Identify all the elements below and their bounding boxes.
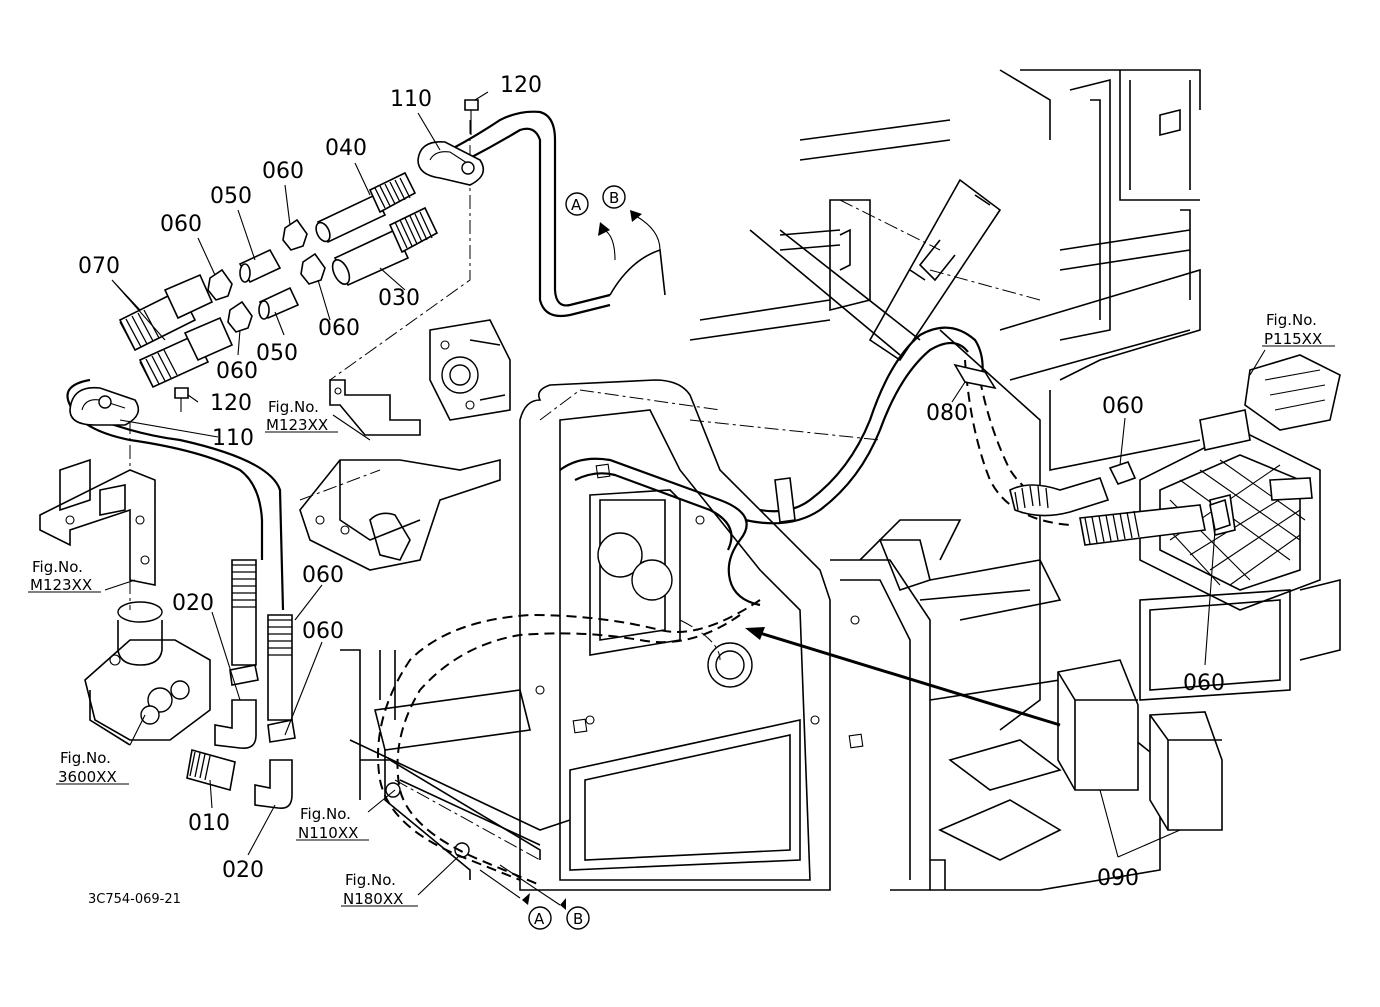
- connector-label: A: [571, 196, 582, 214]
- part-label: 060: [216, 359, 258, 384]
- part-label: 060: [318, 316, 360, 341]
- figure-ref-code: M123XX: [266, 416, 328, 434]
- clamps-and-fittings: [207, 218, 326, 333]
- part-label: 060: [1183, 671, 1225, 696]
- cab-frame: [519, 379, 1161, 891]
- connector-label: A: [534, 910, 545, 928]
- part-label: 060: [302, 619, 344, 644]
- figure-ref-code: 3600XX: [58, 768, 117, 786]
- part-label: 090: [1097, 866, 1139, 891]
- connector-circle: [565, 192, 589, 216]
- part-label: 060: [160, 212, 202, 237]
- bracket-110-top: [417, 99, 485, 186]
- hose-040: [315, 171, 417, 244]
- connector-arrows-top: [598, 210, 666, 296]
- connector-arrows-bottom: [479, 864, 566, 910]
- left-bracket: [39, 458, 156, 586]
- pads-090: [745, 627, 1223, 831]
- part-label: 060: [1102, 394, 1144, 419]
- part-label-group: 120 110 040 060 050 060 070 030 050 060 …: [78, 73, 1225, 891]
- part-label: 050: [210, 184, 252, 209]
- pump-body: [84, 601, 211, 746]
- clip-080: [774, 363, 997, 523]
- connector-label: B: [609, 189, 619, 207]
- hose-right: [1009, 461, 1231, 546]
- figure-ref-code: N110XX: [298, 824, 358, 842]
- hose-030: [331, 206, 439, 287]
- part-label: 080: [926, 401, 968, 426]
- mount-bracket: [299, 319, 511, 571]
- part-label: 040: [325, 136, 367, 161]
- part-label: 070: [78, 254, 120, 279]
- part-label: 020: [222, 858, 264, 883]
- figure-reference-group: Fig.No. M123XX Fig.No. M123XX Fig.No. 36…: [30, 311, 1322, 908]
- figure-ref-label: Fig.No.: [345, 871, 396, 889]
- hose-070: [118, 273, 234, 389]
- part-label: 050: [256, 341, 298, 366]
- hidden-hose-path: [377, 359, 1071, 886]
- connector-circle: [528, 906, 552, 930]
- figure-ref-label: Fig.No.: [32, 558, 83, 576]
- side-rail: [340, 649, 571, 880]
- part-label: 110: [212, 426, 254, 451]
- figure-ref-code: M123XX: [30, 576, 92, 594]
- part-label: 060: [302, 563, 344, 588]
- part-label: 030: [378, 286, 420, 311]
- connector-circle: [566, 906, 590, 930]
- figure-ref-label: Fig.No.: [1266, 311, 1317, 329]
- figref-underlines: [28, 345, 1335, 907]
- connector-label: B: [573, 910, 583, 928]
- connector-circle: [602, 185, 626, 209]
- figure-ref-label: Fig.No.: [60, 749, 111, 767]
- label-leaders: [104, 91, 1266, 896]
- part-label: 060: [262, 159, 304, 184]
- figure-ref-label: Fig.No.: [300, 805, 351, 823]
- figure-ref-code: N180XX: [343, 890, 403, 908]
- vertical-hoses: [186, 559, 296, 810]
- part-label: 120: [210, 391, 252, 416]
- part-label: 120: [500, 73, 542, 98]
- drawing-code: 3C754-069-21: [88, 892, 181, 907]
- figure-ref-code: P115XX: [1264, 330, 1322, 348]
- figure-ref-label: Fig.No.: [268, 398, 319, 416]
- part-label: 020: [172, 591, 214, 616]
- bracket-110-bottom: [69, 386, 189, 426]
- part-label: 010: [188, 811, 230, 836]
- connector-markers: A B A B: [528, 185, 626, 930]
- part-label: 110: [390, 87, 432, 112]
